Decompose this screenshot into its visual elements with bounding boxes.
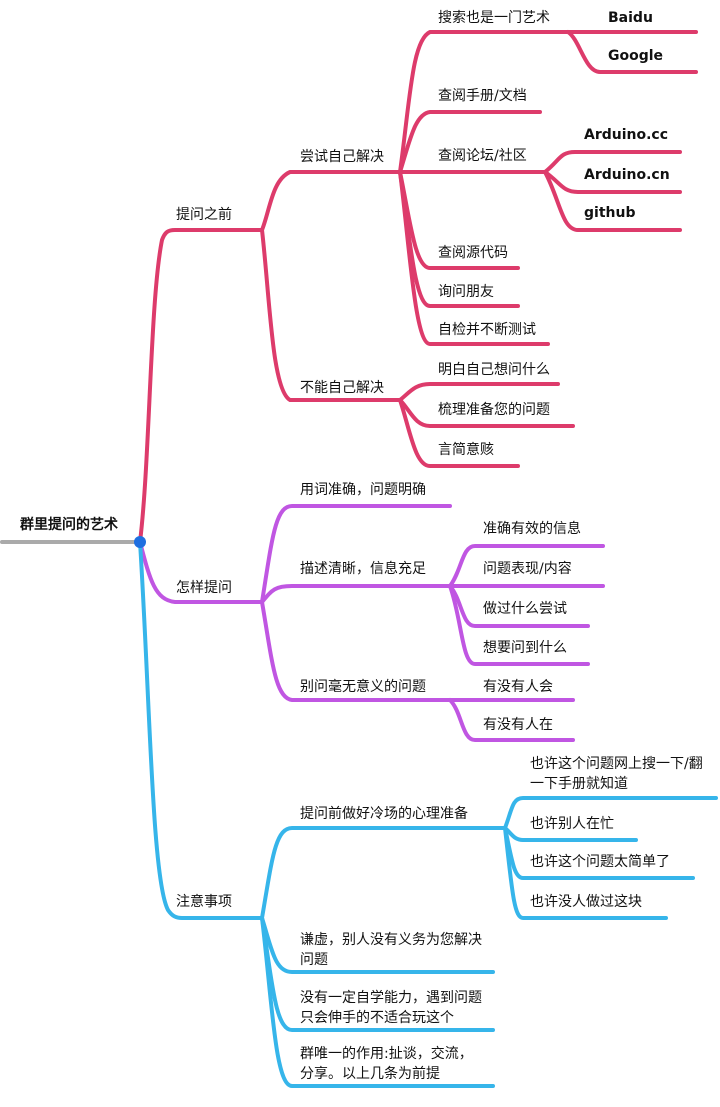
node-forum: 查阅论坛/社区 [438,148,527,164]
connector-describe-1 [448,544,605,588]
connector-avoid-2 [448,698,575,742]
node-try-self: 尝试自己解决 [300,149,384,165]
connector-github [543,170,682,232]
connector-how [138,540,264,604]
node-selfcheck: 自检并不断测试 [438,322,536,338]
root-dot [134,536,146,548]
connector-manual [398,110,542,174]
branch-how [138,504,605,742]
node-source: 查阅源代码 [438,245,508,261]
node-google: Google [608,48,664,64]
branch-notes [138,540,718,1088]
node-how: 怎样提问 [176,580,232,596]
node-describe-3: 做过什么尝试 [483,601,567,617]
connector-google [566,30,698,74]
node-search: 搜索也是一门艺术 [438,10,550,26]
connector-describe [260,584,452,604]
connector-precise [260,504,452,604]
node-cold-3: 也许这个问题太简单了 [530,854,670,870]
node-cold-1: 也许这个问题网上搜一下/翻一下手册就知道 [530,756,703,792]
root-title: 群里提问的艺术 [20,517,118,533]
connector-try-self [260,170,402,232]
node-describe-4: 想要问到什么 [483,640,567,656]
node-arduino-cc: Arduino.cc [584,127,669,143]
connector-purpose [260,916,495,1088]
node-avoid-2: 有没有人在 [483,717,553,733]
connector-avoid [260,600,452,702]
connector-arduino-cn [543,170,682,194]
node-cold: 提问前做好冷场的心理准备 [300,806,468,822]
node-describe-1: 准确有效的信息 [483,521,581,537]
connector-cannot-1 [398,382,560,402]
node-arduino-cn: Arduino.cn [584,167,670,183]
connector-cold-1 [503,796,718,830]
node-cannot-1: 明白自己想问什么 [438,362,550,378]
node-avoid: 别问毫无意义的问题 [300,679,426,695]
node-selflearn: 没有一定自学能力，遇到问题只会伸手的不适合玩这个 [300,990,482,1026]
node-manual: 查阅手册/文档 [438,88,527,104]
node-cannot: 不能自己解决 [300,380,384,396]
node-before: 提问之前 [176,207,232,223]
connector-cold [260,826,507,920]
connector-arduino-cc [543,150,682,174]
connector-before [138,228,264,544]
node-purpose: 群唯一的作用:扯谈，交流，分享。以上几条为前提 [300,1046,473,1082]
node-notes: 注意事项 [176,894,232,910]
node-cannot-2: 梳理准备您的问题 [438,402,550,418]
node-precise: 用词准确，问题明确 [300,482,426,498]
node-baidu: Baidu [608,10,653,26]
node-describe-2: 问题表现/内容 [483,561,572,577]
node-cold-2: 也许别人在忙 [530,816,614,832]
node-friends: 询问朋友 [438,284,494,300]
node-humble: 谦虚，别人没有义务为您解决问题 [300,932,482,968]
connector-describe-4 [448,584,590,666]
node-cold-4: 也许没人做过这块 [530,894,642,910]
node-cannot-3: 言简意赅 [438,442,494,458]
node-avoid-1: 有没有人会 [483,679,553,695]
node-describe: 描述清晰，信息充足 [300,561,426,577]
node-github: github [584,205,636,221]
connector-search [398,30,570,174]
connector-cannot [260,228,402,402]
connector-cannot-3 [398,398,520,468]
connector-cold-4 [503,826,668,920]
connector-selfcheck [398,170,550,346]
connector-notes [138,540,264,920]
branch-before [138,30,698,544]
